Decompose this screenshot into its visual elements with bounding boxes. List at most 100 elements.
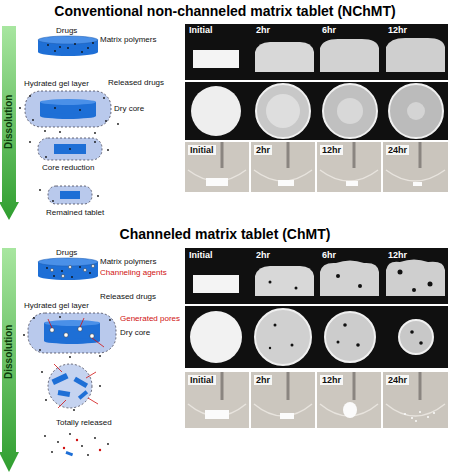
photo-panels-part (320, 39, 379, 72)
tablet-schematic-part-part (54, 50, 56, 52)
tablet-schematic-part-part (92, 265, 95, 268)
photo-panels-part-part (386, 404, 445, 416)
tablet-schematic-part-part (53, 275, 55, 277)
photo-panels-part (343, 402, 357, 418)
photo-panels-part (386, 260, 445, 297)
schematic-label: Drugs (56, 248, 77, 257)
time-label: 12hr (320, 145, 343, 155)
tablet-schematic-part-part (48, 319, 52, 328)
photo-panels-part (404, 411, 435, 422)
schematic-label: Core reduction (42, 163, 94, 172)
photo-panels-part-part (336, 274, 340, 278)
tablet-schematic-part (63, 439, 101, 451)
photo-panels-part-part (356, 343, 360, 347)
tablet-schematic-part-part (45, 156, 47, 158)
tablet-schematic-part-part (63, 447, 65, 449)
tablet-schematic-part-part (86, 372, 96, 378)
tablet-schematic-part-part (87, 454, 89, 456)
photo-panels-part (407, 102, 425, 120)
tablet-schematic-part (46, 266, 91, 278)
schematic-label: Dry core (120, 328, 150, 337)
photo-panels-part-part (410, 330, 414, 334)
photo-panels-part-part (287, 142, 290, 168)
photo-panels-part (266, 94, 300, 128)
photo-panels-part-part (419, 411, 421, 413)
time-label: Initial (189, 250, 213, 260)
tablet-schematic-part (38, 36, 98, 44)
tablet-schematic-part-part (109, 319, 111, 321)
photo-panels-part-part (320, 170, 378, 181)
photo-panels-part (389, 84, 443, 138)
tablet-schematic-part-part (46, 267, 48, 269)
component-label: Channeling agents (100, 268, 167, 277)
dissolution-label: Dissolution (3, 325, 15, 379)
tablet-schematic-part-part (29, 95, 31, 97)
photo-panels-part-part (353, 142, 356, 168)
photo-panels-part-part (343, 323, 347, 327)
tablet-schematic-part-part (32, 119, 34, 121)
time-label: 2hr (254, 145, 272, 155)
tablet-schematic-part-part (45, 399, 47, 401)
schematic-label: Released drugs (100, 292, 156, 301)
tablet-schematic-part-part (57, 441, 59, 443)
tablet-schematic-part (44, 320, 100, 326)
photo-panels-part (193, 275, 239, 293)
photo-panels-part (413, 182, 422, 186)
photo-panels-part (185, 248, 448, 304)
tablet-schematic-part (23, 316, 111, 358)
schematic-label: Matrix polymers (100, 35, 156, 44)
photo-panels-part-part (412, 288, 416, 292)
time-label: 6hr (322, 25, 336, 35)
tablet-schematic-part-part (59, 131, 61, 133)
tablet-schematic-part-part (105, 120, 107, 122)
photo-panels-part-part (386, 170, 445, 181)
tablet-schematic-part-part (99, 385, 101, 387)
photo-panels-part (255, 266, 314, 296)
tablet-schematic-part-part (69, 433, 71, 435)
tablet-schematic-part-part (19, 107, 21, 109)
tablet-schematic-part (48, 186, 92, 204)
tablet-schematic-part-part (81, 51, 83, 53)
tablet-schematic-part (65, 451, 73, 456)
tablet-schematic-part (51, 265, 95, 278)
photo-panels-part-part (428, 282, 433, 287)
photo-panels-part (190, 311, 242, 363)
tablet-schematic-part-part (47, 44, 49, 46)
tablet-schematic-part-part (89, 272, 91, 274)
tablet-schematic-part-part (44, 130, 46, 132)
tablet-schematic-part-part (58, 400, 66, 408)
photo-panels-part (399, 320, 433, 354)
tablet-schematic-part (38, 258, 98, 266)
photo-panels-part-part (358, 284, 362, 288)
tablet-schematic-part (44, 338, 100, 344)
tablet-schematic-part-part (64, 333, 68, 337)
tablet-schematic-part-part (74, 43, 76, 45)
tablet-schematic-part-part (44, 435, 46, 437)
tablet-schematic-part-part (92, 42, 94, 44)
tablet-schematic-part-part (103, 97, 105, 99)
tablet-schematic-part-part (41, 371, 43, 373)
photo-panels-part-part (404, 413, 406, 415)
tablet-schematic-part (28, 313, 116, 353)
tablet-schematic-part (29, 141, 109, 158)
photo-panels-part-part (287, 372, 290, 400)
tablet-schematic-part (51, 373, 68, 385)
photo-panels (185, 24, 448, 192)
section-heading: Channeled matrix tablet (ChMT) (120, 226, 331, 242)
dissolution-arrow-part (0, 248, 19, 472)
photo-panels-part-part (427, 416, 429, 418)
tablet-schematic-part (58, 390, 71, 397)
tablet-schematic-part-part (61, 270, 63, 272)
tablet-schematic-part-part (107, 149, 109, 151)
photo-panels-part-part (274, 324, 277, 327)
tablet-schematic-part-part (33, 317, 35, 319)
tablet-schematic-part-part (51, 269, 54, 272)
tablet-schematic-part-part (62, 275, 65, 278)
tablet-schematic-part-part (73, 409, 75, 411)
time-label: 2hr (256, 250, 270, 260)
tablet-schematic-part-part (69, 356, 71, 358)
dissolution-arrow-part (0, 26, 19, 220)
schematic-label: Hydrated gel layer (24, 301, 89, 310)
photo-panels-part (269, 270, 433, 293)
photo-panels-part-part (269, 281, 272, 284)
